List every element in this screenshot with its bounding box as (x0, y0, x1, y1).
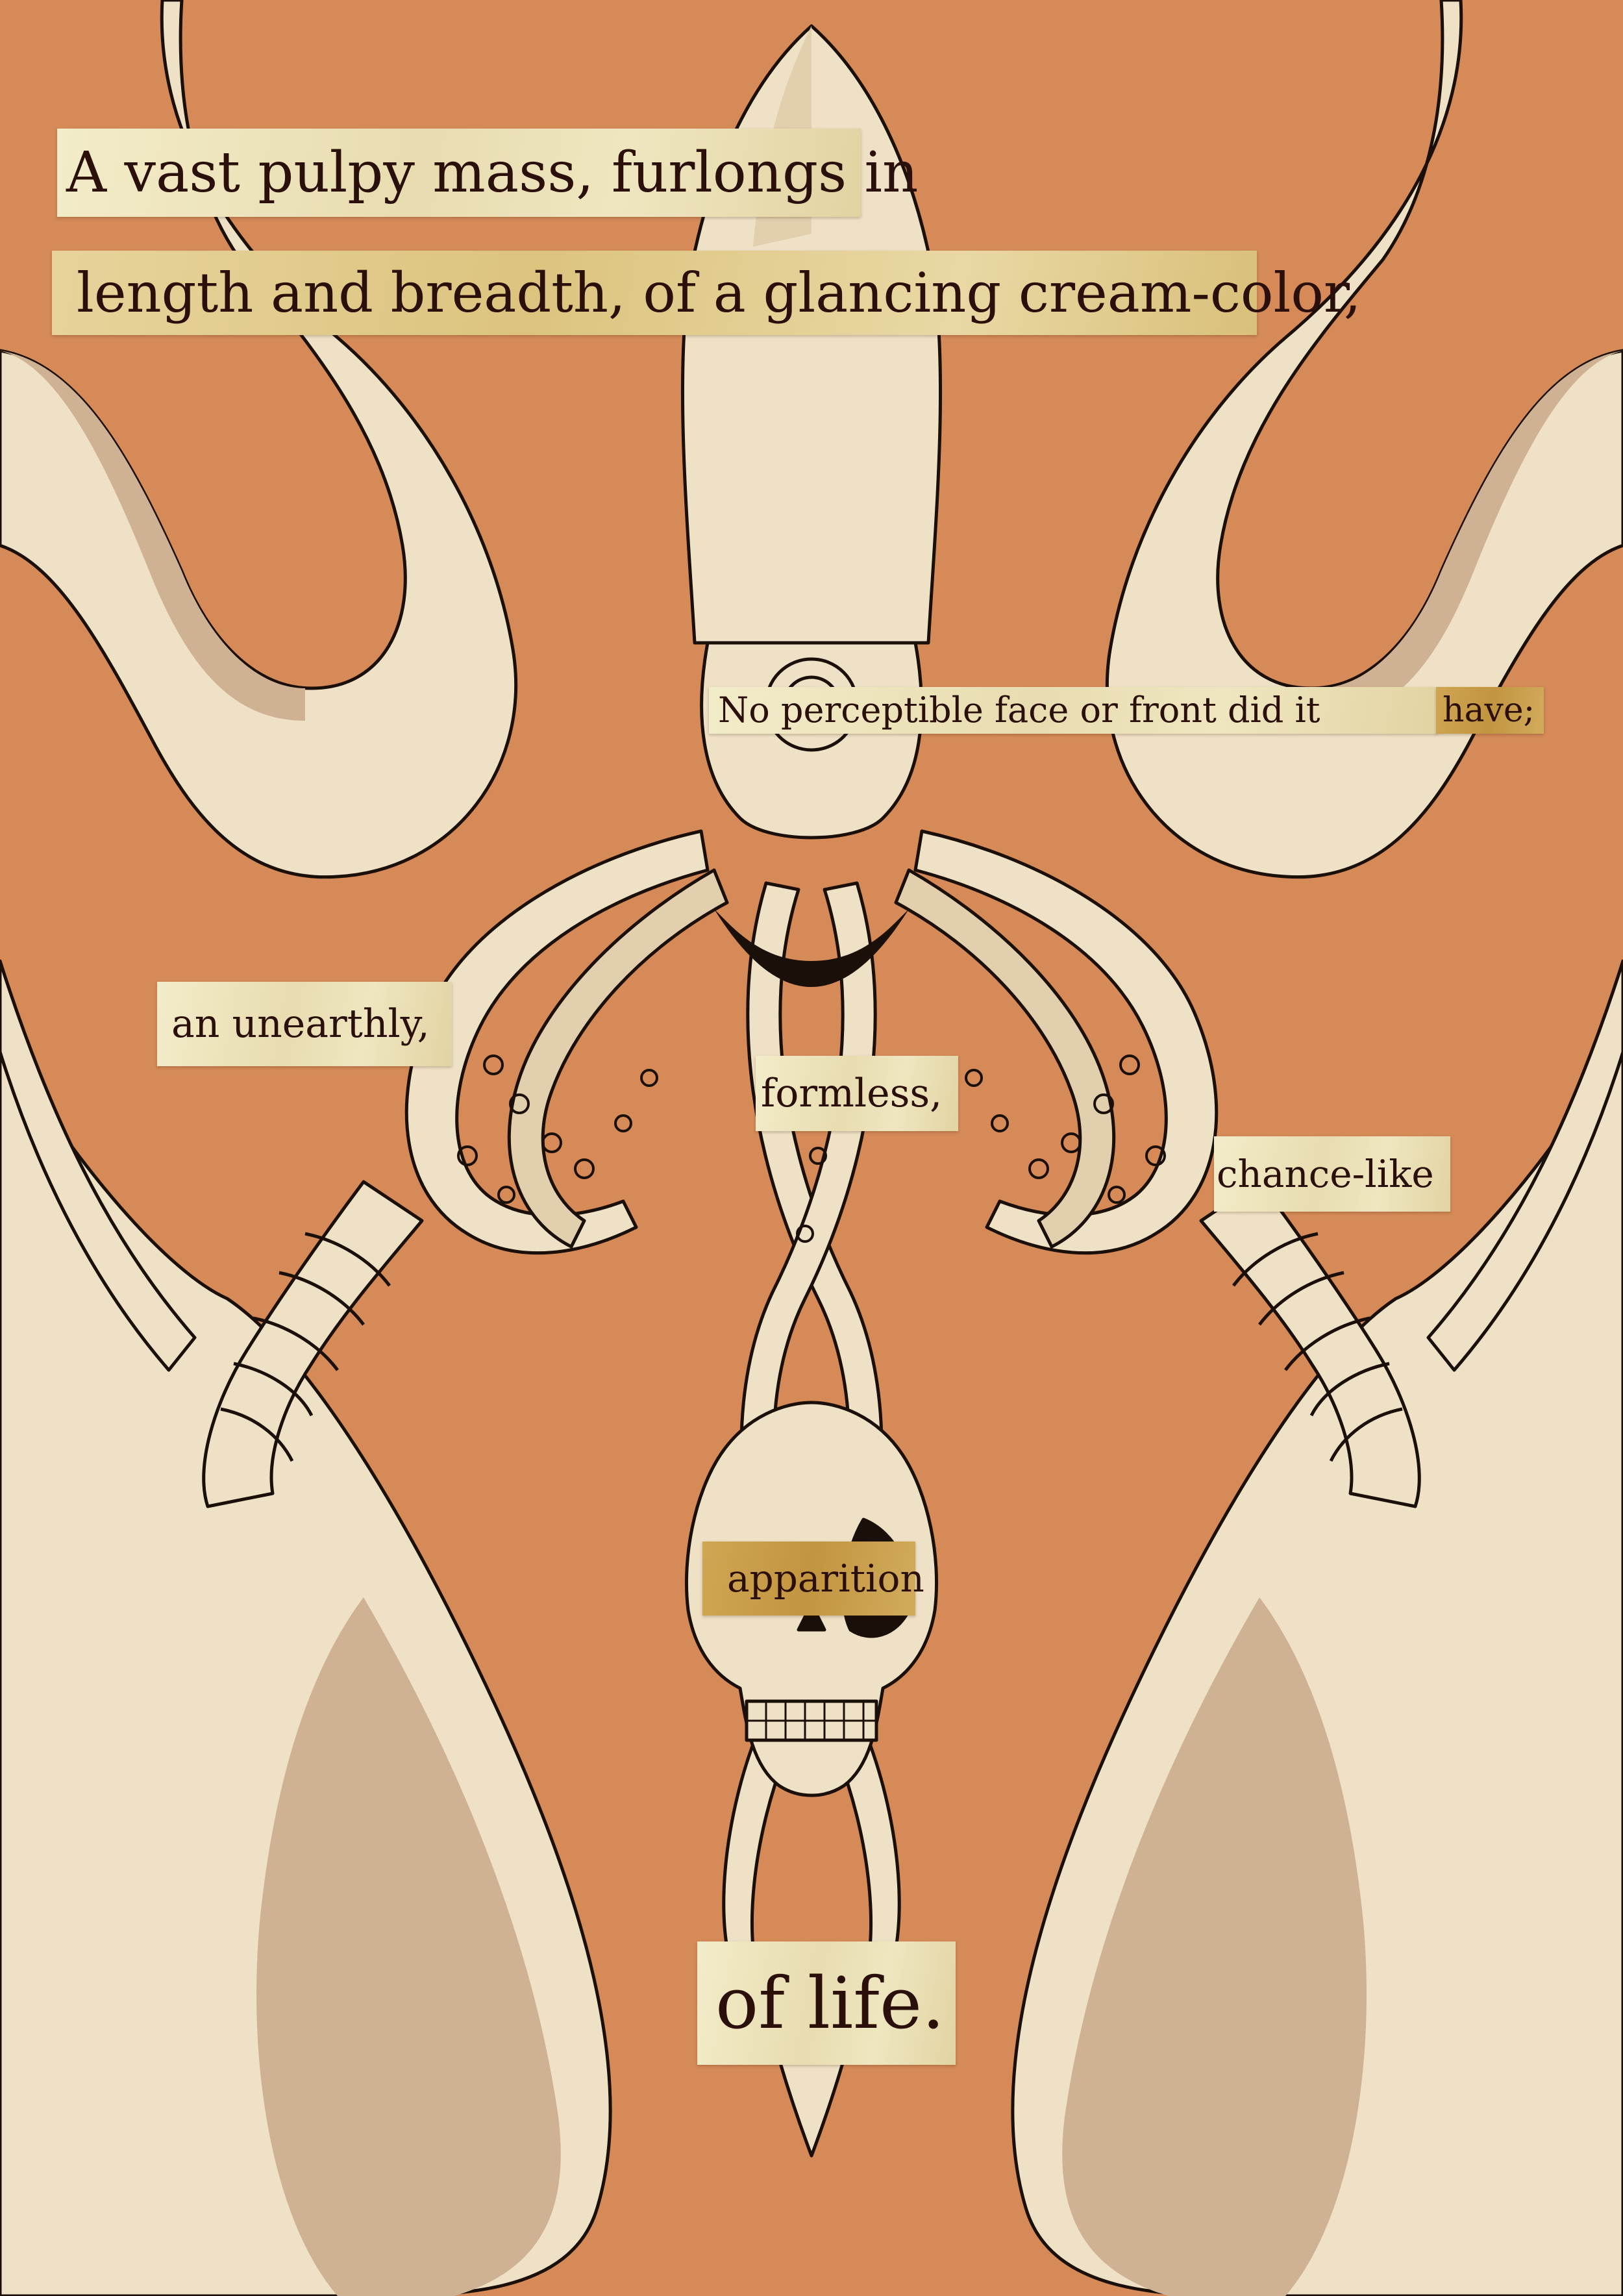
tentacle-edge-left (0, 959, 197, 1372)
poem-strip-7: apparition (702, 1541, 924, 1616)
poem-line-4: an unearthly, (171, 1001, 430, 1047)
poem-line-3: No perceptible face or front did it (718, 690, 1320, 730)
poem-line-8: of life. (715, 1962, 945, 2045)
poem-line-7: apparition (727, 1556, 924, 1601)
poem-strip-4: an unearthly, (157, 982, 452, 1066)
tentacle-loop-top-right (1106, 0, 1623, 879)
suckers (457, 1054, 1166, 1243)
poem-line-3-end: have; (1443, 691, 1535, 730)
poem-line-6: chance-like (1217, 1152, 1434, 1196)
poem-strip-3-end: have; (1436, 687, 1544, 734)
poem-strip-8: of life. (697, 1941, 956, 2065)
poem-line-2: length and breadth, of a glancing cream-… (77, 261, 1361, 325)
poem-line-1: A vast pulpy mass, furlongs in (66, 140, 919, 205)
braided-ropes (202, 1180, 1421, 1508)
poem-strip-1: A vast pulpy mass, furlongs in (57, 129, 918, 217)
poem-line-5: formless, (761, 1071, 943, 1116)
poem-strip-3: No perceptible face or front did it (709, 687, 1437, 734)
tentacle-loop-top-left (0, 0, 517, 879)
tentacle-edge-right (1426, 959, 1623, 1372)
poem-strip-5: formless, (756, 1056, 958, 1131)
poem-strip-6: chance-like (1214, 1136, 1450, 1212)
poem-strip-2: length and breadth, of a glancing cream-… (52, 251, 1361, 335)
